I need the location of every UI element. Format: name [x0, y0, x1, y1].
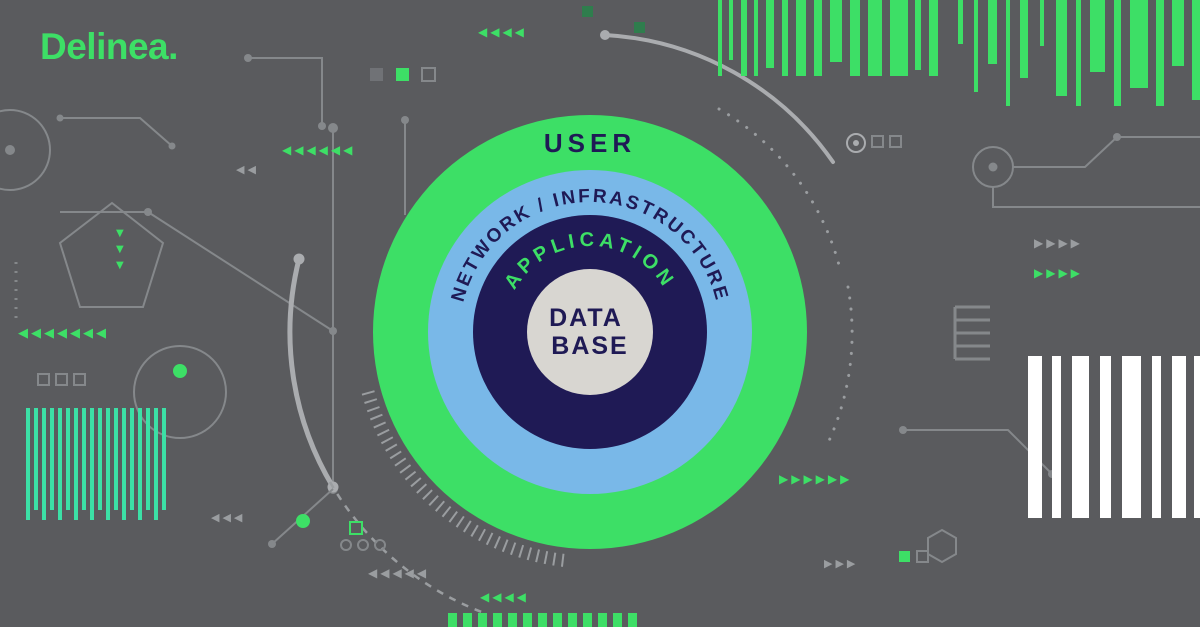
circuit-trace: [60, 117, 173, 147]
comb-shape: [953, 305, 990, 361]
pentagon-outline: [58, 201, 165, 308]
bar-group-left-teal: [26, 408, 166, 520]
arrow-down: ▼: [116, 244, 124, 255]
dashed-arc: [328, 481, 488, 616]
square-filled-gray: [370, 68, 383, 81]
square-outline: [73, 373, 86, 386]
arrow-row: ◀◀◀◀◀◀◀: [18, 326, 109, 341]
arc-end-circle: [846, 133, 866, 153]
arrow-decorations: ◀◀◀◀ ◀◀◀◀◀◀ ◀◀ ◀◀◀◀◀◀◀ ◀◀◀ ◀◀◀◀◀ ◀◀◀◀ ▶▶…: [18, 25, 1083, 604]
arrow-down: ▼: [116, 228, 124, 239]
bar-group-bottom: [448, 613, 637, 627]
circuit-line-diagonal: [147, 211, 334, 332]
arrow-row: ▶▶▶▶: [1034, 236, 1083, 250]
square-outline: [916, 550, 929, 563]
arrow-row: ◀◀◀◀◀: [368, 566, 429, 580]
circuit-trace: [1013, 136, 1200, 168]
arrow-row: ▶▶▶▶: [1034, 266, 1083, 280]
square-outline: [889, 135, 902, 148]
circuit-decoration-top-right: [600, 30, 902, 267]
arrow-row: ◀◀◀◀: [478, 25, 527, 39]
arrow-row: ◀◀◀: [211, 511, 245, 524]
circuit-decoration-top: [244, 6, 645, 130]
bar-group-top-far-right: [958, 0, 1200, 106]
arrow-row: ◀◀◀◀: [480, 590, 529, 604]
small-circle-outline: [374, 539, 386, 551]
square-outline: [871, 135, 884, 148]
circuit-decoration-right: [826, 133, 1200, 564]
square-filled-green: [396, 68, 409, 81]
square-filled-darkgreen: [634, 22, 645, 33]
circuit-trace: [248, 57, 323, 126]
arrow-row: ▶▶▶: [824, 557, 858, 570]
arrow-down: ▼: [116, 260, 124, 271]
bar-group-right-white: [1028, 356, 1200, 518]
square-outline-green: [349, 521, 363, 535]
layer-diagram: USER NETWORK / INFRASTRUCTURE APPLICATIO…: [373, 115, 807, 549]
square-filled-green: [899, 551, 910, 562]
arrow-row: ◀◀◀◀◀◀: [282, 143, 355, 157]
thick-arc: [287, 256, 336, 490]
green-dot: [296, 514, 310, 528]
green-dot: [173, 364, 187, 378]
circuit-decoration-bottom-left: [268, 253, 571, 616]
hexagon-outline: [927, 528, 957, 564]
dotted-arc: [717, 107, 841, 267]
square-outline: [37, 373, 50, 386]
bar-group-top-right: [718, 0, 938, 76]
square-outline: [55, 373, 68, 386]
circuit-trace: [992, 187, 1200, 208]
circuit-node-dot: [5, 145, 15, 155]
layer-database-core: [527, 269, 653, 395]
square-outline: [421, 67, 436, 82]
square-filled-darkgreen: [582, 6, 593, 17]
layer-user-label: USER: [544, 128, 636, 158]
delinea-logo: Delinea.: [40, 26, 178, 67]
arrow-row: ▶▶▶▶▶▶: [779, 472, 852, 486]
small-circle-outline: [357, 539, 369, 551]
circuit-node-circle: [0, 109, 51, 191]
thick-arc: [603, 33, 835, 164]
arrow-row: ◀◀: [236, 163, 259, 176]
layer-database-label: DATA BASE: [549, 304, 631, 360]
dotted-arc: [826, 285, 854, 445]
circle-outline-large: [133, 345, 227, 439]
small-circle-outline: [340, 539, 352, 551]
